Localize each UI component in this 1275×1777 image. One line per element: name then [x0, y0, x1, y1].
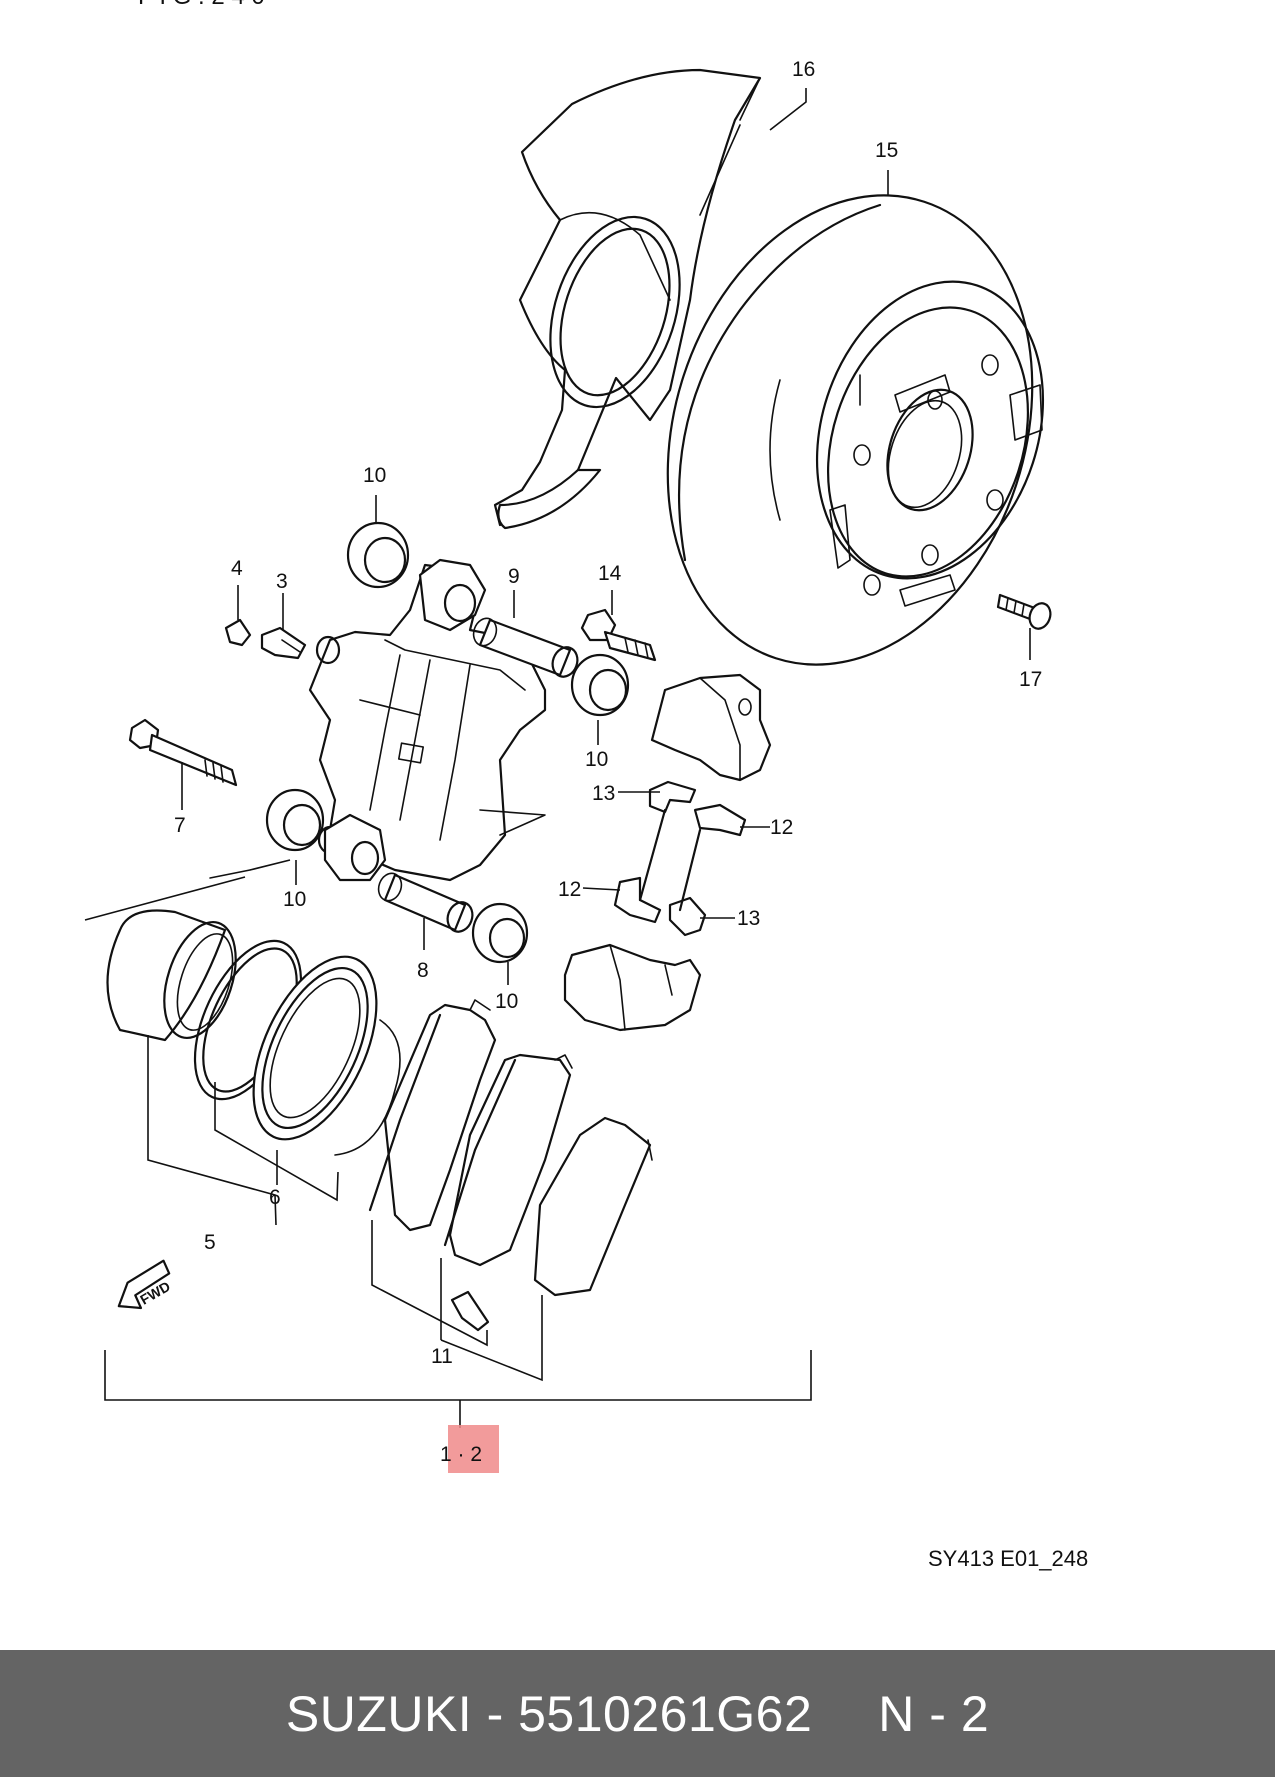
callout-9: 9	[508, 565, 520, 588]
callout-7: 7	[174, 814, 186, 837]
callout-10: 10	[585, 748, 608, 771]
callout-15: 15	[875, 139, 898, 162]
callout-3: 3	[276, 570, 288, 593]
caliper-bolt-7	[128, 718, 238, 787]
pad-clip-lower	[613, 876, 707, 937]
callout-4: 4	[231, 557, 243, 580]
boot-lower-left	[265, 788, 325, 852]
anti-rattle-spring	[638, 808, 702, 912]
callout-5: 5	[204, 1231, 216, 1254]
pad-clip-upper	[648, 780, 747, 837]
callout-17: 17	[1019, 668, 1042, 691]
callout-10: 10	[495, 990, 518, 1013]
brake-assembly-diagram: F I G . 2 4 0	[84, 0, 1088, 1571]
guide-pin-lower	[377, 872, 474, 933]
caliper-bolt-14	[580, 608, 657, 662]
callout-13: 13	[592, 782, 615, 805]
boot-upper-right	[570, 653, 630, 717]
bleeder-cap	[224, 618, 252, 647]
dust-shield	[493, 68, 762, 530]
leader-lines	[84, 88, 1031, 1428]
callout-6: 6	[269, 1186, 281, 1209]
caliper-body	[209, 558, 547, 882]
brake-pad-inner	[443, 1053, 573, 1267]
callout-11: 11	[431, 1345, 453, 1368]
callout-13: 13	[737, 907, 760, 930]
assembly-highlight	[448, 1425, 499, 1473]
pad-wear-indicator	[450, 1290, 490, 1332]
callout-12: 12	[770, 816, 793, 839]
forward-arrow-icon: FWD	[117, 1259, 173, 1310]
bleeder-screw	[260, 626, 307, 660]
piston-boot	[252, 955, 401, 1156]
footer-bar: SUZUKI - 5510261G62 N - 2	[0, 1650, 1275, 1777]
footer-brand-part: SUZUKI - 5510261G62	[285, 1685, 813, 1742]
pad-shim	[533, 1116, 653, 1297]
brake-pad-outer	[368, 999, 497, 1232]
guide-pin-upper	[472, 617, 579, 678]
reference-code: SY413 E01_248	[928, 1546, 1088, 1571]
caliper-piston	[106, 909, 237, 1042]
callout-14: 14	[598, 562, 622, 585]
callout-8: 8	[417, 959, 429, 982]
cropped-top-text: F I G . 2 4 0	[138, 0, 265, 10]
callout-10: 10	[283, 888, 306, 911]
callout-16: 16	[792, 58, 815, 81]
footer-quantity: N - 2	[878, 1685, 990, 1742]
callout-labels: 16 15 10 4 3 9 14 17 10 7 13 12 10 12 13…	[174, 58, 1088, 1571]
brake-disc	[666, 194, 1045, 666]
assembly-label: 1 · 2	[440, 1443, 482, 1466]
boot-upper-left	[346, 521, 410, 589]
caliper-carrier	[563, 673, 772, 1032]
hub-bolt	[996, 593, 1052, 630]
callout-12: 12	[558, 878, 581, 901]
callout-10: 10	[363, 464, 386, 487]
boot-lower-right	[471, 902, 529, 964]
